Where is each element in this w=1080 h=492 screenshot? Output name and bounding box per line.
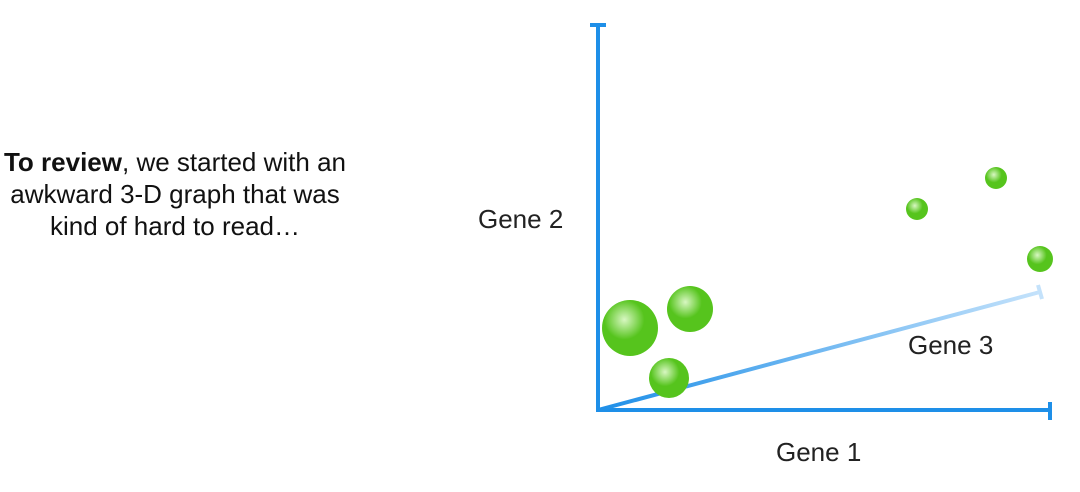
data-point <box>1027 246 1053 272</box>
gene1-axis-label: Gene 1 <box>776 437 861 467</box>
caption-text: , we started with an awkward 3-D graph t… <box>10 147 346 241</box>
gene3-axis-label: Gene 3 <box>908 330 993 360</box>
data-point <box>985 167 1007 189</box>
gene2-axis-label: Gene 2 <box>478 204 563 234</box>
data-point <box>906 198 928 220</box>
slide-caption: To review, we started with an awkward 3-… <box>0 146 350 242</box>
data-point <box>602 300 658 356</box>
gene3-axis-cap <box>1036 284 1044 300</box>
caption-bold: To review <box>3 147 122 177</box>
data-point <box>649 358 689 398</box>
data-point <box>667 286 713 332</box>
